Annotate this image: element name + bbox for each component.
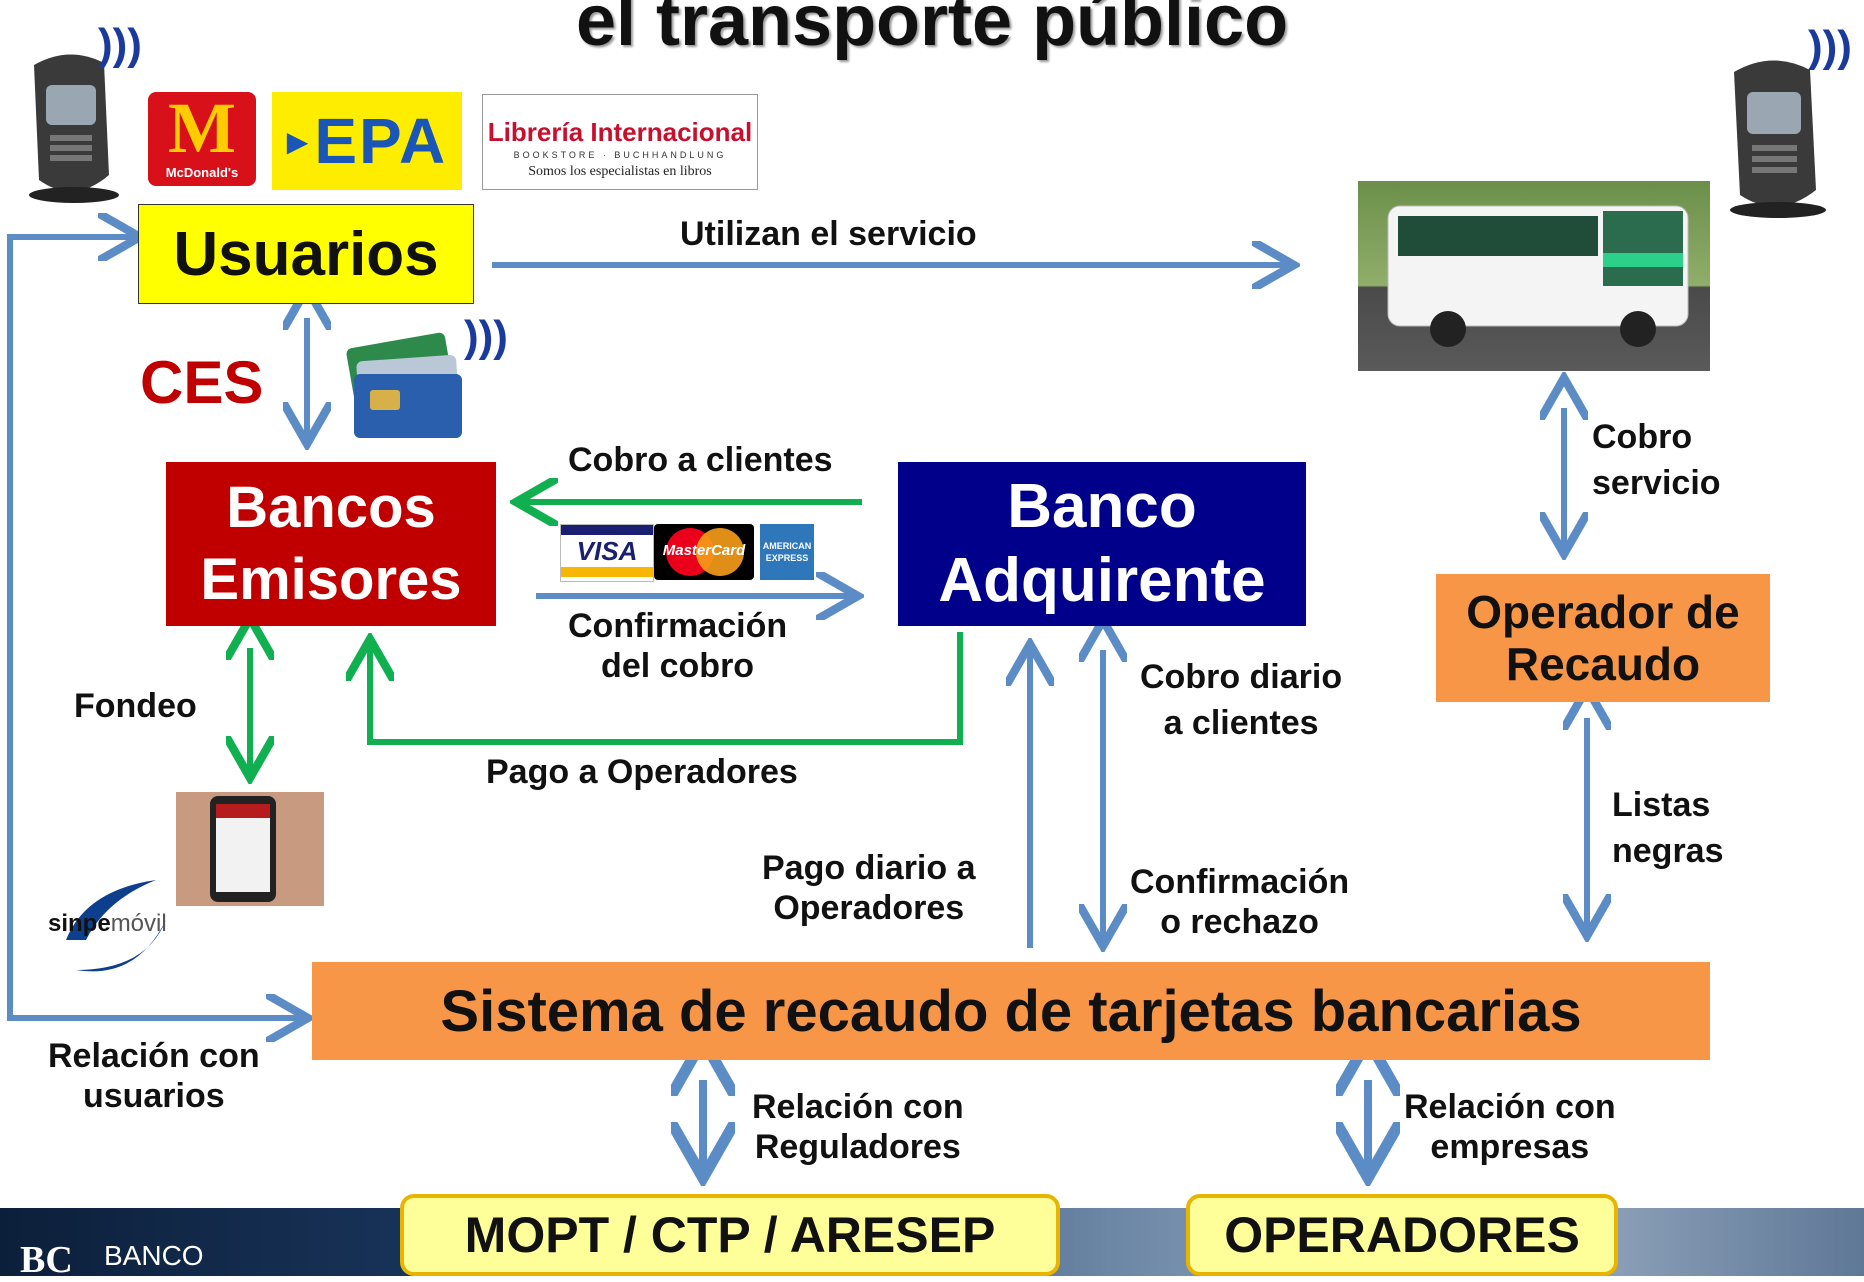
confirmacion-line1: Confirmación (568, 607, 788, 645)
bancos-emisores-box: Bancos Emisores (166, 462, 496, 626)
relacion-reguladores-label: Relación con Reguladores (752, 1087, 964, 1167)
rel-empresas-line1: Relación con (1404, 1088, 1616, 1126)
cobro-diario-label: Cobro diario a clientes (1140, 654, 1342, 746)
bancos-emisores-line2: Emisores (200, 547, 462, 612)
mastercard-text: MasterCard (662, 542, 746, 559)
usuarios-label: Usuarios (173, 219, 439, 289)
operadores-box: OPERADORES (1186, 1194, 1618, 1276)
cobro-servicio-label: Cobro servicio (1592, 414, 1721, 506)
sinpe-bold: sinpe (48, 910, 111, 937)
operadores-label: OPERADORES (1224, 1207, 1580, 1263)
relacion-empresas-label: Relación con empresas (1404, 1087, 1616, 1167)
phone-image (176, 792, 324, 906)
pago-diario-line1: Pago diario a (762, 849, 976, 887)
visa-text: VISA (576, 536, 638, 566)
operador-line1: Operador de (1466, 586, 1740, 638)
operador-line2: Recaudo (1505, 638, 1701, 690)
bancos-emisores-line1: Bancos (226, 475, 436, 540)
pago-diario-line2: Operadores (773, 889, 965, 927)
mopt-label: MOPT / CTP / ARESEP (464, 1207, 996, 1263)
amex-logo: AMERICAN EXPRESS (760, 524, 814, 580)
mopt-box: MOPT / CTP / ARESEP (400, 1194, 1060, 1276)
mcdonalds-m: M (168, 88, 236, 168)
amex-text: AMERICAN EXPRESS (762, 541, 812, 563)
rel-usuarios-line1: Relación con (48, 1037, 260, 1075)
pago-diario-label: Pago diario a Operadores (762, 848, 976, 928)
relacion-usuarios-label: Relación con usuarios (48, 1036, 260, 1116)
sistema-recaudo-box: Sistema de recaudo de tarjetas bancarias (312, 962, 1710, 1060)
mcdonalds-text: McDonald's (165, 165, 239, 180)
utilizan-label: Utilizan el servicio (680, 215, 977, 253)
cobro-diario-line2: a clientes (1163, 704, 1319, 742)
sinpe-text: sinpemóvil (48, 910, 167, 938)
rel-empresas-line2: empresas (1430, 1128, 1590, 1166)
listas-negras-label: Listas negras (1612, 782, 1724, 874)
confirm-rechazo-line2: o rechazo (1160, 903, 1319, 941)
contactless-icon: ))) (98, 20, 142, 69)
bank-logo-text: BANCO (104, 1240, 204, 1271)
bus-image (1358, 181, 1710, 371)
confirmacion-line2: del cobro (601, 647, 755, 685)
contactless-icon-right: ))) (1808, 22, 1852, 71)
epa-logo: ▶ EPA (272, 92, 462, 190)
contactless-icon-cards: ))) (464, 312, 508, 361)
sistema-label: Sistema de recaudo de tarjetas bancarias (440, 978, 1582, 1044)
confirmacion-rechazo-label: Confirmación o rechazo (1130, 862, 1349, 942)
libreria-tagline: Somos los especialistas en libros (528, 164, 712, 179)
bank-cards-image (340, 330, 480, 442)
libreria-logo: Librería Internacional BOOKSTORE · BUCHH… (482, 94, 758, 190)
rel-reguladores-line1: Relación con (752, 1088, 964, 1126)
mastercard-logo: MasterCard (654, 524, 754, 580)
usuarios-box: Usuarios (138, 204, 474, 304)
listas-line1: Listas (1612, 786, 1711, 824)
arrow-pago-operadores (370, 632, 963, 745)
banco-adquirente-line1: Banco (1007, 472, 1197, 541)
cobro-servicio-line2: servicio (1592, 464, 1721, 502)
epa-arrow-icon: ▶ (286, 125, 309, 157)
operador-recaudo-box: Operador de Recaudo (1436, 574, 1770, 702)
visa-logo: VISA (560, 524, 654, 582)
bank-logo-mark: BC (20, 1239, 73, 1281)
libreria-name: Librería Internacional (487, 117, 753, 147)
rel-reguladores-line2: Reguladores (754, 1128, 961, 1166)
cobro-servicio-line1: Cobro (1592, 418, 1693, 456)
cobro-diario-line1: Cobro diario (1140, 658, 1343, 696)
ces-label: CES (140, 349, 264, 416)
confirmacion-label: Confirmación del cobro (568, 606, 787, 686)
sinpe-movil-logo: sinpemóvil (46, 870, 206, 990)
epa-text: EPA (314, 105, 448, 177)
card-reader-right (1712, 50, 1832, 220)
libreria-sub: BOOKSTORE · BUCHHANDLUNG (513, 150, 727, 160)
rel-usuarios-line2: usuarios (82, 1077, 225, 1115)
cobro-clientes-label: Cobro a clientes (568, 441, 833, 479)
card-reader-left (14, 45, 124, 205)
page-title: el transporte público (575, 0, 1289, 61)
sinpe-light: móvil (110, 910, 167, 937)
banco-adquirente-line2: Adquirente (938, 546, 1266, 615)
pago-operadores-label: Pago a Operadores (486, 753, 798, 791)
fondeo-label: Fondeo (74, 687, 197, 725)
confirm-rechazo-line1: Confirmación (1130, 863, 1350, 901)
mcdonalds-logo: M McDonald's (148, 92, 256, 186)
listas-line2: negras (1612, 832, 1724, 870)
banco-adquirente-box: Banco Adquirente (898, 462, 1306, 626)
